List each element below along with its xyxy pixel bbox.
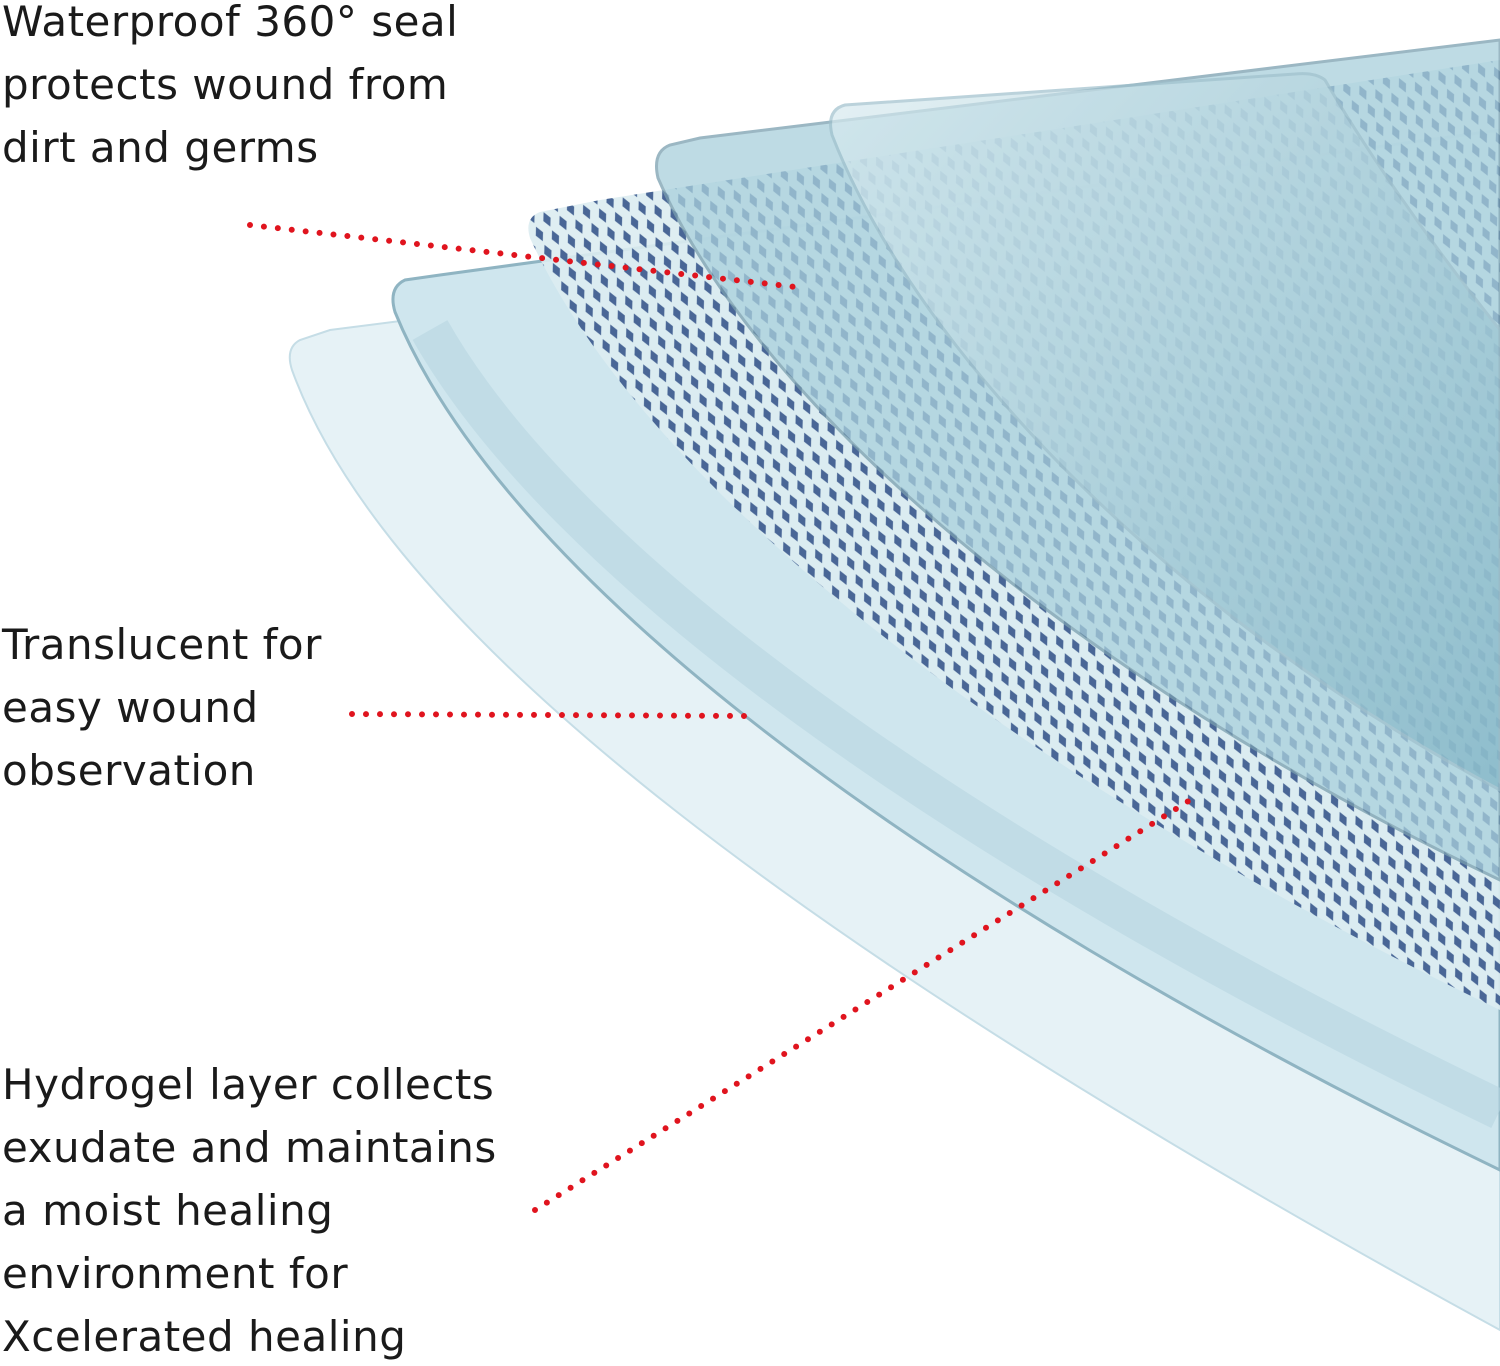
callout-line: protects wound from <box>2 60 449 109</box>
callout-line: observation <box>2 746 256 795</box>
callout-line: environment for <box>2 1249 349 1298</box>
leader-line-translucent <box>349 711 751 719</box>
callout-line: dirt and germs <box>2 123 319 172</box>
callout-line: Waterproof 360° seal <box>2 0 459 46</box>
callout-line: Hydrogel layer collects <box>2 1060 495 1109</box>
callout-waterproof-seal: Waterproof 360° seal protects wound from… <box>2 0 458 179</box>
callout-line: easy wound <box>2 683 259 732</box>
callout-line: a moist healing <box>2 1186 334 1235</box>
callout-hydrogel: Hydrogel layer collects exudate and main… <box>2 1053 497 1366</box>
callout-line: Xcelerated healing <box>2 1312 407 1361</box>
callout-line: Translucent for <box>2 620 322 669</box>
leader-line-hydrogel <box>532 794 1198 1213</box>
callout-translucent: Translucent for easy wound observation <box>2 613 322 802</box>
leader-line-seal <box>247 222 808 291</box>
callout-line: exudate and maintains <box>2 1123 497 1172</box>
seal-layer <box>829 72 1500 792</box>
